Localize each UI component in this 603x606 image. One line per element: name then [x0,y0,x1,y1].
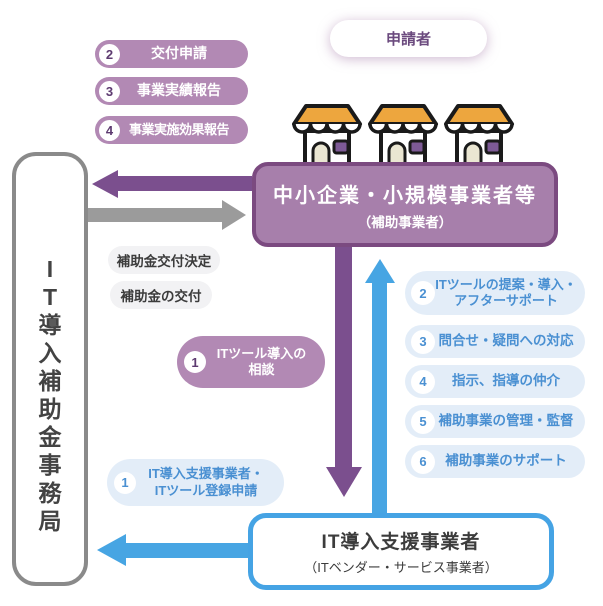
arrow-sme-to-vendor-head [326,467,362,497]
vendor-step-line1: ITツールの提案・導入・ [435,276,577,292]
office-step-pill: 4 事業実施効果報告 [95,116,248,144]
vendor-step-label: 問合せ・疑問への対応 [438,333,574,349]
office-title-char: 局 [38,508,62,534]
step-number-badge: 5 [411,409,435,434]
vendor-box-subtitle: （ITベンダー・サービス事業者） [304,560,498,575]
step-number-badge: 2 [411,281,435,305]
arrow-office-to-sme [88,208,222,222]
consult-step-pill: 1 ITツール導入の相談 [177,336,325,388]
office-title-char: 入 [38,340,62,366]
office-title-char: 事 [38,452,62,478]
register-step-line1: IT導入支援事業者・ [148,466,264,482]
vendor-box: IT導入支援事業者 （ITベンダー・サービス事業者） [248,513,554,590]
office-box: I T 導 入 補 助 金 事 務 局 [12,152,88,586]
applicant-badge: 申請者 [330,20,487,57]
register-step-line2: ITツール登録申請 [154,482,258,498]
vendor-step-line2: アフターサポート [454,293,558,308]
arrow-office-to-sme-head [222,200,246,230]
office-title-char: I [46,256,54,282]
office-step-label: 事業実施効果報告 [128,121,230,137]
vendor-step-pill: 4 指示、指導の仲介 [405,365,585,398]
vendor-step-label: 補助事業の管理・監督 [438,413,574,429]
vendor-step-pill: 2 ITツールの提案・導入・アフターサポート [405,271,585,315]
office-step-label: 交付申請 [151,45,207,62]
arrow-vendor-to-sme [372,283,387,513]
storefront-icon [444,104,514,164]
storefront-icon [368,104,438,164]
office-title-char: 務 [38,480,62,506]
step-number-badge: 4 [99,119,120,141]
step-number-badge: 6 [411,449,435,474]
register-step-pill: 1 IT導入支援事業者・ITツール登録申請 [107,459,284,506]
sme-box: 中小企業・小規模事業者等 （補助事業者） [252,162,558,247]
office-step-pill: 2 交付申請 [95,40,248,68]
vendor-step-label: ITツールの提案・導入・アフターサポート [435,277,577,310]
sme-box-subtitle: （補助事業者） [357,214,453,230]
vendor-step-label: 指示、指導の仲介 [452,373,560,389]
grant-payment-label: 補助金の交付 [110,281,212,309]
vendor-step-label: 補助事業のサポート [445,453,567,469]
vendor-step-pill: 3 問合せ・疑問への対応 [405,325,585,358]
step-number-badge: 4 [411,369,435,394]
office-box-title: I T 導 入 補 助 金 事 務 局 [39,255,62,535]
arrow-sme-to-office [118,176,252,191]
step-number-badge: 3 [99,80,120,102]
step-number-badge: 3 [411,329,435,354]
sme-box-title: 中小企業・小規模事業者等 [273,184,537,207]
grant-decision-label: 補助金交付決定 [108,246,220,274]
register-step-label: IT導入支援事業者・ITツール登録申請 [136,466,276,499]
office-step-label: 事業実績報告 [137,82,221,99]
step-number-badge: 1 [114,471,136,494]
arrow-sme-to-vendor [335,245,352,467]
vendor-box-title: IT導入支援事業者 [321,532,481,553]
office-title-char: T [42,284,58,310]
office-title-char: 助 [38,396,62,422]
storefront-icon [292,104,362,164]
consult-step-line2: 相談 [248,362,275,377]
step-number-badge: 1 [184,351,206,373]
consult-step-label: ITツール導入の相談 [206,346,317,379]
office-step-pill: 3 事業実績報告 [95,77,248,105]
arrow-vendor-to-office-head [97,534,126,566]
consult-step-line1: ITツール導入の [216,345,307,361]
vendor-step-pill: 5 補助事業の管理・監督 [405,405,585,438]
arrow-vendor-to-office [126,543,250,558]
arrow-sme-to-office-head [92,170,118,198]
office-title-char: 金 [38,424,62,450]
office-title-char: 導 [38,312,62,338]
step-number-badge: 2 [99,43,120,65]
vendor-step-pill: 6 補助事業のサポート [405,445,585,478]
arrow-vendor-to-sme-head [365,259,395,283]
office-title-char: 補 [38,368,62,394]
